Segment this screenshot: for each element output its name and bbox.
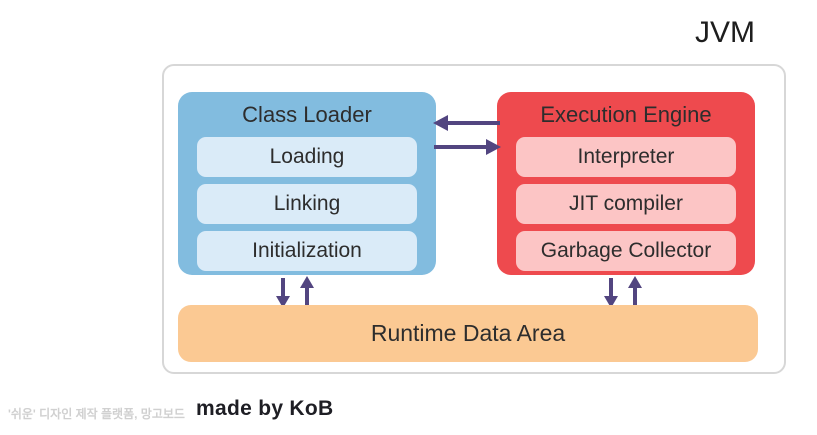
class-loader-item-loading: Loading <box>197 137 417 177</box>
jvm-label: JVM <box>695 16 755 49</box>
runtime-data-area-label: Runtime Data Area <box>370 320 566 346</box>
arrow-down-icon <box>604 278 618 308</box>
credit-text: made by KoB <box>196 397 334 420</box>
runtime-data-area-box: Runtime Data Area <box>178 305 758 362</box>
arrow-left-icon <box>433 115 500 131</box>
execution-engine-item-interpreter: Interpreter <box>516 137 736 177</box>
class-loader-box: Class Loader Loading Linking Initializat… <box>178 92 436 275</box>
arrow-right-icon <box>434 139 501 155</box>
class-loader-runtime-arrows-icon <box>276 276 314 308</box>
bidirectional-horizontal-arrows-icon <box>433 115 501 155</box>
mangoboard-watermark: '쉬운' 디자인 제작 플랫폼, 망고보드 <box>8 407 185 421</box>
execution-engine-runtime-arrows-icon <box>604 276 642 308</box>
class-loader-title: Class Loader <box>242 102 372 127</box>
arrow-up-icon <box>300 276 314 308</box>
arrow-down-icon <box>276 278 290 308</box>
class-loader-item-linking: Linking <box>197 184 417 224</box>
execution-engine-title: Execution Engine <box>540 102 712 127</box>
execution-engine-box: Execution Engine Interpreter JIT compile… <box>497 92 755 275</box>
class-loader-item-initialization: Initialization <box>197 231 417 271</box>
execution-engine-item-garbage-collector: Garbage Collector <box>516 231 736 271</box>
arrow-up-icon <box>628 276 642 308</box>
execution-engine-item-jit-compiler: JIT compiler <box>516 184 736 224</box>
